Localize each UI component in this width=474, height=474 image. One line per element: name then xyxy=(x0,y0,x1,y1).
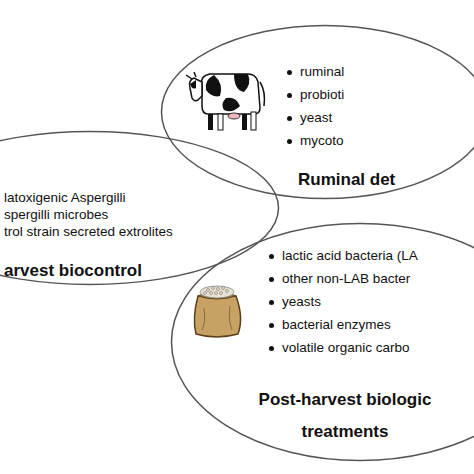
ellipse-heading: Post-harvest biologic treatments xyxy=(240,384,450,448)
ellipse-heading: arvest biocontrol xyxy=(4,255,142,287)
bullet-dot xyxy=(269,277,274,282)
ellipse-outline xyxy=(172,224,474,461)
bullet-item: spergilli microbes xyxy=(4,207,108,223)
bullet-item: yeast xyxy=(300,110,332,126)
bullet-item: probioti xyxy=(300,87,344,103)
bullet-dot xyxy=(269,323,274,328)
bullet-dot xyxy=(269,254,274,259)
bullet-dot xyxy=(287,139,292,144)
bullet-item: mycoto xyxy=(300,133,344,149)
topic-ellipse: lactic acid bacteria (LA other non-LAB ba… xyxy=(170,222,474,462)
bullet-item: latoxigenic Aspergilli xyxy=(4,190,126,206)
bullet-item: trol strain secreted extrolites xyxy=(4,224,173,240)
ellipse-heading: Ruminal det xyxy=(298,164,395,196)
bullet-item: volatile organic carbo xyxy=(282,340,410,356)
bullet-dot xyxy=(269,346,274,351)
bullet-item: ruminal xyxy=(300,64,344,80)
bullet-item: bacterial enzymes xyxy=(282,317,391,333)
topic-ellipse: ruminal probioti yeast mycotoRuminal det xyxy=(160,24,474,200)
grain-sack-icon xyxy=(194,286,240,337)
bullet-dot xyxy=(287,93,292,98)
bullet-dot xyxy=(287,116,292,121)
bullet-item: other non-LAB bacter xyxy=(282,271,410,287)
cow-icon xyxy=(186,72,265,130)
bullet-dot xyxy=(269,300,274,305)
bullet-dot xyxy=(287,70,292,75)
ellipse-outline xyxy=(162,26,474,199)
topic-ellipse: latoxigenic Aspergillispergilli microbes… xyxy=(0,130,280,286)
bullet-item: yeasts xyxy=(282,294,321,310)
bullet-item: lactic acid bacteria (LA xyxy=(282,248,418,264)
